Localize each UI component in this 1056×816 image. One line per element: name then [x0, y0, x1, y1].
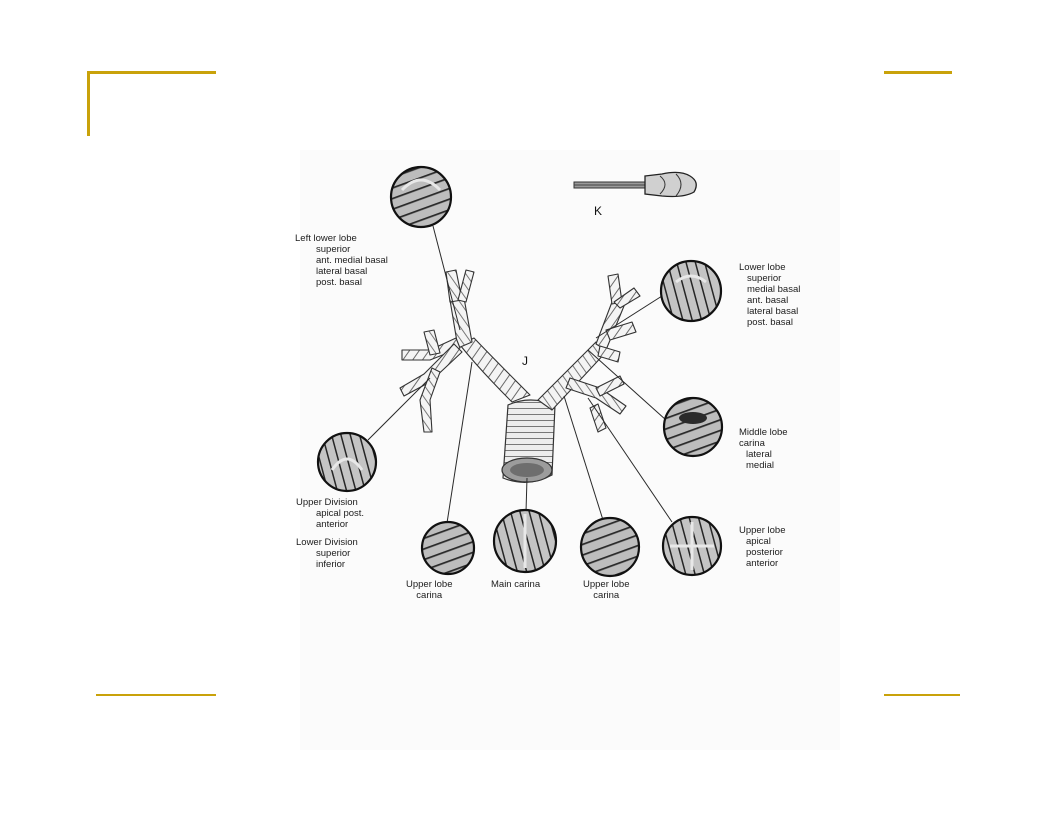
- view-main-carina: [492, 508, 558, 574]
- label-line: ant. basal: [747, 295, 789, 306]
- label-line: anterior: [746, 558, 779, 569]
- view-upper-division: [316, 431, 378, 493]
- label-upper-lobe-carina-right: Upper lobe carina: [583, 579, 629, 601]
- label-line: Middle lobe: [739, 427, 788, 438]
- label-line: Lower Division: [296, 537, 358, 548]
- view-middle-lobe: [662, 396, 724, 458]
- label-upper-division: Upper Division apical post. anterior: [296, 497, 364, 530]
- label-line: carina: [416, 590, 443, 601]
- label-line: superior: [316, 244, 351, 255]
- label-line: superior: [747, 273, 782, 284]
- label-line: Lower lobe: [739, 262, 786, 273]
- label-upper-lobe: Upper lobe apical posterior anterior: [739, 525, 785, 569]
- frame-bottom-right-line: [884, 694, 960, 696]
- label-line: carina: [593, 590, 620, 601]
- label-line: Upper lobe: [739, 525, 786, 536]
- view-upper-lobe-carina-left: [420, 520, 476, 576]
- label-lower-lobe: Lower lobe superior medial basal ant. ba…: [739, 262, 800, 328]
- label-line: Main carina: [491, 579, 541, 590]
- label-line: lateral: [746, 449, 772, 460]
- label-line: lateral basal: [747, 306, 799, 317]
- right-bronchus: [537, 273, 641, 433]
- scan-background: [300, 150, 840, 750]
- label-upper-lobe-carina-left: Upper lobe carina: [406, 579, 452, 601]
- left-bronchus: [399, 269, 531, 433]
- label-line: anterior: [316, 519, 349, 530]
- label-line: carina: [739, 438, 765, 449]
- label-line: inferior: [316, 559, 346, 570]
- figure-tag-j: J: [522, 354, 528, 368]
- label-line: Upper lobe: [406, 579, 453, 590]
- label-line: medial: [746, 460, 774, 471]
- pointer-lines: [367, 225, 673, 524]
- frame-top-left-line: [88, 71, 216, 74]
- view-upper-lobe-carina-right: [579, 516, 641, 578]
- label-line: post. basal: [747, 317, 793, 328]
- view-lower-lobe: [659, 259, 723, 323]
- label-line: ant. medial basal: [316, 255, 388, 266]
- label-line: apical post.: [316, 508, 365, 519]
- frame-bottom-left-line: [96, 694, 216, 696]
- label-middle-lobe: Middle lobe carina lateral medial: [739, 427, 788, 471]
- label-line: apical: [746, 536, 771, 547]
- label-line: medial basal: [747, 284, 801, 295]
- label-main-carina: Main carina: [491, 579, 540, 590]
- label-line: post. basal: [316, 277, 362, 288]
- view-left-lower-lobe: [389, 165, 453, 229]
- frame-top-right-line: [884, 71, 952, 74]
- label-left-lower-lobe: Left lower lobe superior ant. medial bas…: [295, 233, 388, 288]
- view-upper-lobe: [661, 515, 723, 577]
- trachea: [501, 399, 556, 483]
- label-line: posterior: [746, 547, 783, 558]
- label-line: Upper lobe: [583, 579, 630, 590]
- figure-tag-k: K: [594, 204, 603, 218]
- label-line: lateral basal: [316, 266, 368, 277]
- bronchoscope-illustration: [573, 171, 697, 198]
- label-line: Left lower lobe: [295, 233, 357, 244]
- label-line: Upper Division: [296, 497, 358, 508]
- frame-left-vertical-line: [87, 71, 90, 136]
- label-line: superior: [316, 548, 351, 559]
- label-lower-division: Lower Division superior inferior: [296, 537, 358, 570]
